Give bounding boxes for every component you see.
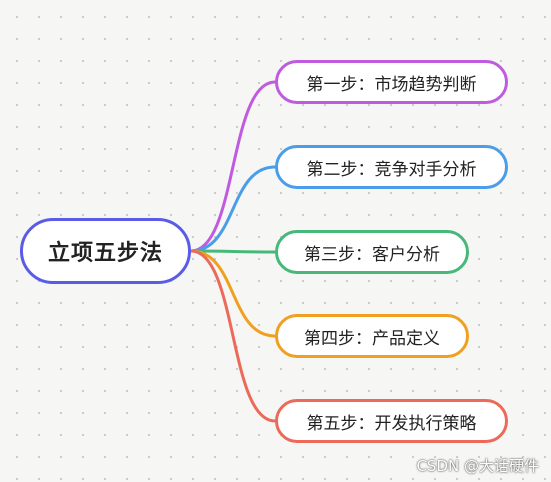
connector-step-2 (189, 165, 277, 253)
branch-node-label: 第五步：开发执行策略 (306, 413, 477, 434)
branch-node-label: 第四步：产品定义 (304, 328, 440, 349)
root-node-label: 立项五步法 (47, 241, 163, 266)
root-node[interactable]: 立项五步法 (20, 218, 191, 284)
branch-node-label: 第三步：客户分析 (304, 244, 440, 265)
branch-node-step-1[interactable]: 第一步：市场趋势判断 (275, 60, 508, 104)
branch-node-step-2[interactable]: 第二步：竞争对手分析 (275, 145, 508, 189)
branch-node-step-5[interactable]: 第五步：开发执行策略 (275, 399, 508, 443)
connector-step-4 (189, 249, 277, 338)
connector-step-3 (189, 249, 277, 254)
connector-step-5 (189, 249, 277, 423)
branch-node-label: 第一步：市场趋势判断 (306, 74, 477, 95)
branch-node-step-3[interactable]: 第三步：客户分析 (275, 230, 469, 274)
branch-node-label: 第二步：竞争对手分析 (306, 159, 477, 180)
connector-step-1 (189, 80, 277, 253)
branch-node-step-4[interactable]: 第四步：产品定义 (275, 314, 469, 358)
connector-group (189, 80, 277, 423)
watermark: CSDN @大话硬件 (416, 457, 539, 475)
